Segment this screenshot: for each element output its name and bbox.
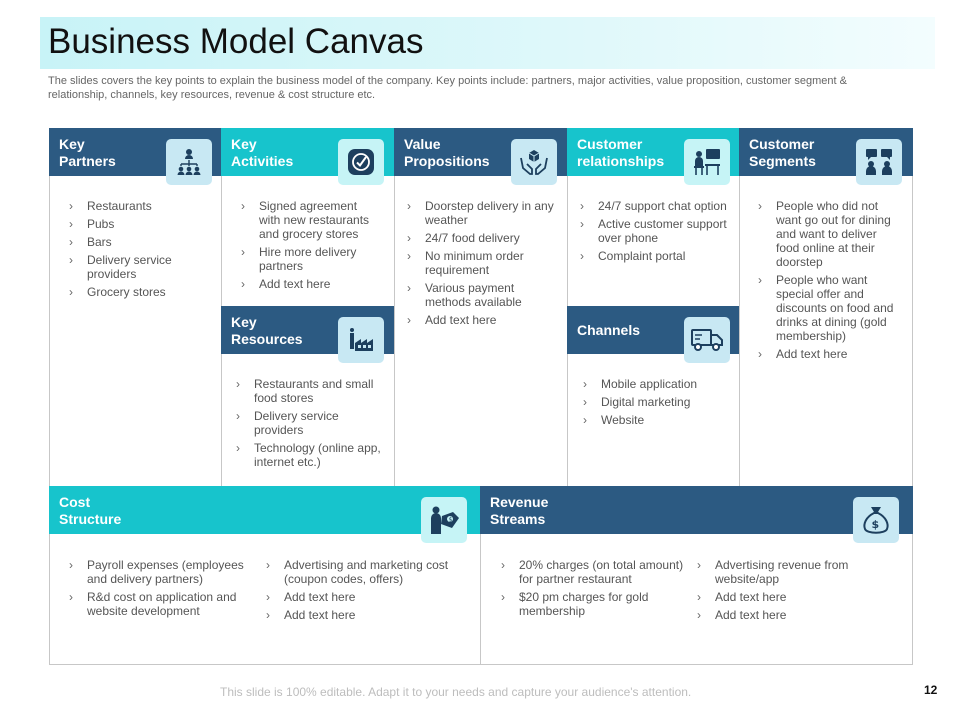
money-bag-icon: $ [853,497,899,543]
list-item: Add text here [241,277,381,291]
list-item: No minimum order requirement [407,249,557,277]
value-propositions-title: Value Propositions [404,136,490,170]
customer-relationships-title: Customer relationships [577,136,664,170]
list-item: Technology (online app, internet etc.) [236,441,384,469]
header-line: Key [59,136,85,152]
list-item: Grocery stores [69,285,209,299]
list-item: People who want special offer and discou… [758,273,903,343]
revenue-streams-list-left: 20% charges (on total amount) for partne… [501,558,691,622]
org-chart-icon [166,139,212,185]
header-line: Activities [231,153,294,169]
page-number: 12 [924,683,938,697]
svg-text:$: $ [872,518,880,531]
header-line: Streams [490,511,546,527]
list-item: $20 pm charges for gold membership [501,590,691,618]
header-line: Customer [749,136,815,152]
header-line: Structure [59,511,122,527]
key-activities-list: Signed agreement with new restaurants an… [241,199,381,295]
divider [480,486,481,665]
header-line: Revenue [490,494,549,510]
list-item: Website [583,413,731,427]
key-partners-title: Key Partners [59,136,116,170]
checkmark-icon [338,139,384,185]
list-item: Add text here [266,590,461,604]
revenue-streams-title: Revenue Streams [490,494,548,528]
customer-segments-list: People who did not want go out for dinin… [758,199,903,365]
list-item: Add text here [407,313,557,327]
list-item: Restaurants and small food stores [236,377,384,405]
revenue-streams-header: Revenue Streams [480,486,913,534]
cost-structure-list-right: Advertising and marketing cost (coupon c… [266,558,461,626]
list-item: Complaint portal [580,249,732,263]
footer-note: This slide is 100% editable. Adapt it to… [220,685,692,699]
customer-segments-title: Customer Segments [749,136,816,170]
list-item: People who did not want go out for dinin… [758,199,903,269]
list-item: R&d cost on application and website deve… [69,590,254,618]
person-price-tag-icon: $ [421,497,467,543]
svg-text:$: $ [449,516,453,523]
list-item: Signed agreement with new restaurants an… [241,199,381,241]
header-line: Value [404,136,441,152]
header-line: Key [231,136,257,152]
cost-structure-list-left: Payroll expenses (employees and delivery… [69,558,254,622]
list-item: Add text here [266,608,461,622]
factory-icon [338,317,384,363]
title-band [40,17,935,69]
divider [394,128,395,487]
header-line: Customer [577,136,643,152]
list-item: 24/7 food delivery [407,231,557,245]
cost-structure-title: Cost Structure [59,494,121,528]
header-line: Resources [231,331,303,347]
header-line: Key [231,314,257,330]
page-subtitle: The slides covers the key points to expl… [48,75,847,101]
list-item: Advertising and marketing cost (coupon c… [266,558,461,586]
revenue-streams-list-right: Advertising revenue from website/app Add… [697,558,897,626]
list-item: Add text here [697,590,897,604]
header-line: relationships [577,153,665,169]
key-resources-list: Restaurants and small food stores Delive… [236,377,384,473]
channels-list: Mobile application Digital marketing Web… [583,377,731,431]
page-title: Business Model Canvas [48,22,424,61]
header-line: Segments [749,153,816,169]
value-propositions-list: Doorstep delivery in any weather 24/7 fo… [407,199,557,331]
list-item: 20% charges (on total amount) for partne… [501,558,691,586]
key-partners-list: Restaurants Pubs Bars Delivery service p… [69,199,209,303]
meeting-icon [684,139,730,185]
header-line: Channels [577,322,641,338]
cost-structure-header: Cost Structure [49,486,480,534]
customer-relationships-list: 24/7 support chat option Active customer… [580,199,732,267]
key-resources-title: Key Resources [231,314,303,348]
header-line: Partners [59,153,116,169]
list-item: Add text here [758,347,903,361]
list-item: Restaurants [69,199,209,213]
list-item: Hire more delivery partners [241,245,381,273]
customer-relationships-header: Customer relationships [567,128,739,176]
list-item: Add text here [697,608,897,622]
list-item: Pubs [69,217,209,231]
list-item: Mobile application [583,377,731,391]
list-item: Bars [69,235,209,249]
people-chat-icon [856,139,902,185]
list-item: 24/7 support chat option [580,199,732,213]
key-activities-title: Key Activities [231,136,293,170]
list-item: Digital marketing [583,395,731,409]
hands-box-icon [511,139,557,185]
header-line: Cost [59,494,91,510]
list-item: Various payment methods available [407,281,557,309]
list-item: Active customer support over phone [580,217,732,245]
list-item: Delivery service providers [236,409,384,437]
delivery-truck-icon [684,317,730,363]
list-item: Doorstep delivery in any weather [407,199,557,227]
list-item: Delivery service providers [69,253,209,281]
list-item: Advertising revenue from website/app [697,558,897,586]
channels-title: Channels [577,322,640,339]
divider [739,128,740,487]
list-item: Payroll expenses (employees and delivery… [69,558,254,586]
header-line: Propositions [404,153,490,169]
